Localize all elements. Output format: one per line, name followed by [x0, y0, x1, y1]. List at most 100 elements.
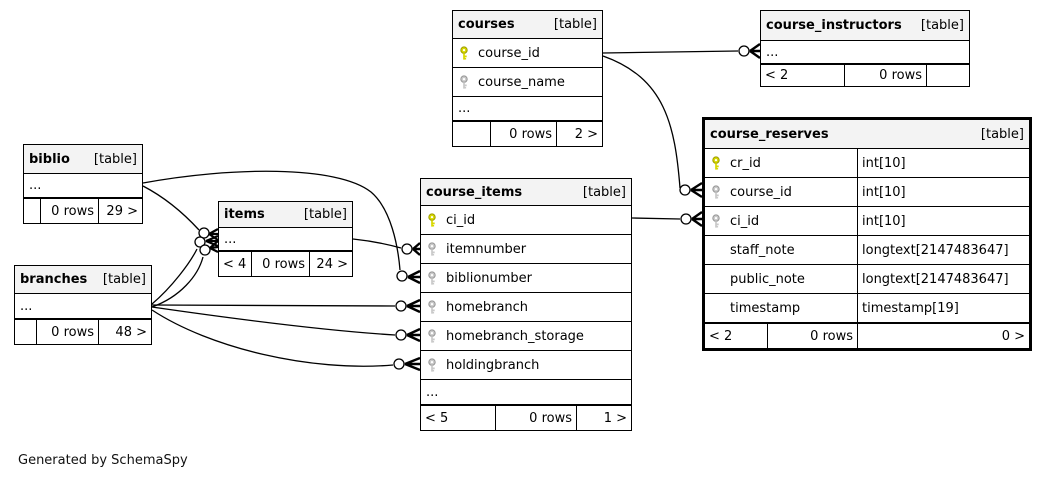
table-header-branches[interactable]: branches[table]: [15, 266, 151, 294]
table-name: course_items: [426, 184, 523, 200]
footer-parents-count: < 2: [705, 324, 768, 348]
column-row-homebranch: homebranch: [421, 293, 631, 322]
table-name: branches: [20, 272, 88, 287]
hidden-columns-row: ...: [15, 294, 151, 319]
hidden-columns-row: ...: [24, 174, 142, 198]
column-name: itemnumber: [446, 241, 527, 257]
column-name: ...: [426, 384, 439, 400]
rel-course_items-branches-holdingbranch: [151, 309, 421, 372]
hidden-columns-row: ...: [453, 97, 602, 121]
column-row-cr_id: cr_id int[10]: [705, 149, 1029, 178]
footer-row-count: 0 rows: [37, 320, 99, 344]
column-row-course_name: course_name: [453, 68, 602, 97]
rel-course_reserves-courses: [602, 55, 703, 199]
column-name: ...: [766, 44, 779, 60]
column-name: homebranch: [446, 299, 529, 315]
column-type: int[10]: [857, 149, 1029, 177]
foreign-key-icon: [426, 357, 438, 373]
column-name: biblionumber: [446, 270, 533, 286]
footer-children-count: 29 >: [106, 203, 138, 219]
primary-key-icon: [426, 212, 438, 228]
footer-parents-count: < 2: [761, 65, 845, 86]
foreign-key-icon: [426, 270, 438, 286]
footer-row-count: 0 rows: [845, 65, 927, 86]
rel-items-branches-1: [151, 234, 219, 305]
foreign-key-icon: [710, 184, 722, 200]
table-header-course_instructors[interactable]: course_instructors[table]: [761, 11, 969, 41]
foreign-key-icon: [710, 213, 722, 229]
table-type-tag: [table]: [303, 207, 347, 222]
footer-children-count: 24 >: [316, 256, 348, 272]
foreign-key-icon: [458, 74, 470, 90]
rel-course_items-branches-homebranch-storage: [151, 306, 421, 343]
column-name: timestamp: [730, 300, 801, 316]
table-name: courses: [458, 17, 515, 32]
table-header-biblio[interactable]: biblio [table]: [24, 145, 142, 174]
table-branches[interactable]: branches[table]... 0 rows 48 >: [14, 265, 152, 345]
foreign-key-icon: [426, 328, 438, 344]
table-type-tag: [table]: [920, 18, 964, 33]
column-name: course_id: [478, 45, 540, 61]
rel-course_reserves-course_items: [631, 211, 703, 227]
footer-row-count: 0 rows: [491, 122, 557, 146]
footer-parents-count: < 4: [219, 252, 252, 276]
hidden-columns-row: ...: [761, 41, 969, 64]
table-header-course_reserves[interactable]: course_reserves[table]: [705, 120, 1029, 149]
column-row-itemnumber: itemnumber: [421, 235, 631, 264]
primary-key-icon: [458, 45, 470, 61]
table-header-courses[interactable]: courses [table]: [453, 11, 602, 39]
column-row-ci_id: ci_id int[10]: [705, 207, 1029, 236]
column-row-holdingbranch: holdingbranch: [421, 351, 631, 380]
footer-children-count: 48 >: [115, 324, 147, 340]
table-course_items[interactable]: course_items[table] ci_id itemnumber biblio…: [420, 178, 632, 431]
column-name: ...: [20, 298, 33, 314]
rel-course_items-branches-homebranch: [151, 298, 421, 314]
table-course_reserves[interactable]: course_reserves[table] cr_id int[10]course…: [702, 117, 1032, 351]
table-header-course_items[interactable]: course_items[table]: [421, 179, 631, 206]
column-name: ...: [224, 231, 237, 247]
footer-children-count: 1 >: [603, 410, 627, 426]
foreign-key-icon: [426, 241, 438, 257]
foreign-key-icon: [426, 299, 438, 315]
column-type: int[10]: [857, 207, 1029, 235]
column-row-biblionumber: biblionumber: [421, 264, 631, 293]
table-courses[interactable]: courses [table] course_id course_name... 0 r…: [452, 10, 603, 147]
footer-parents-count: [24, 199, 41, 223]
footer-parents-count: [453, 122, 491, 146]
column-name: course_name: [478, 74, 565, 90]
table-type-tag: [table]: [93, 151, 137, 167]
table-header-items[interactable]: items[table]: [219, 202, 352, 228]
column-name: holdingbranch: [446, 357, 540, 373]
footer-parents-count: [15, 320, 37, 344]
column-name: ...: [29, 178, 42, 193]
primary-key-icon: [710, 155, 722, 171]
column-name: homebranch_storage: [446, 328, 584, 344]
footer-children-count: 0 >: [1001, 328, 1025, 344]
table-type-tag: [table]: [553, 17, 597, 32]
column-row-homebranch_storage: homebranch_storage: [421, 322, 631, 351]
footer-row-count: 0 rows: [252, 252, 310, 276]
footer-row-count: 0 rows: [496, 406, 577, 430]
column-name: ci_id: [446, 212, 476, 228]
rel-course_items-items: [352, 238, 421, 256]
rel-items-branches-2: [151, 240, 219, 308]
column-type: timestamp[19]: [857, 294, 1029, 322]
column-name: ci_id: [730, 213, 760, 229]
column-type: longtext[2147483647]: [857, 236, 1029, 264]
generator-credit: Generated by SchemaSpy: [18, 453, 188, 468]
footer-children-count: [927, 65, 969, 86]
column-name: cr_id: [730, 155, 761, 171]
column-name: ...: [458, 101, 471, 116]
table-name: biblio: [29, 151, 70, 167]
